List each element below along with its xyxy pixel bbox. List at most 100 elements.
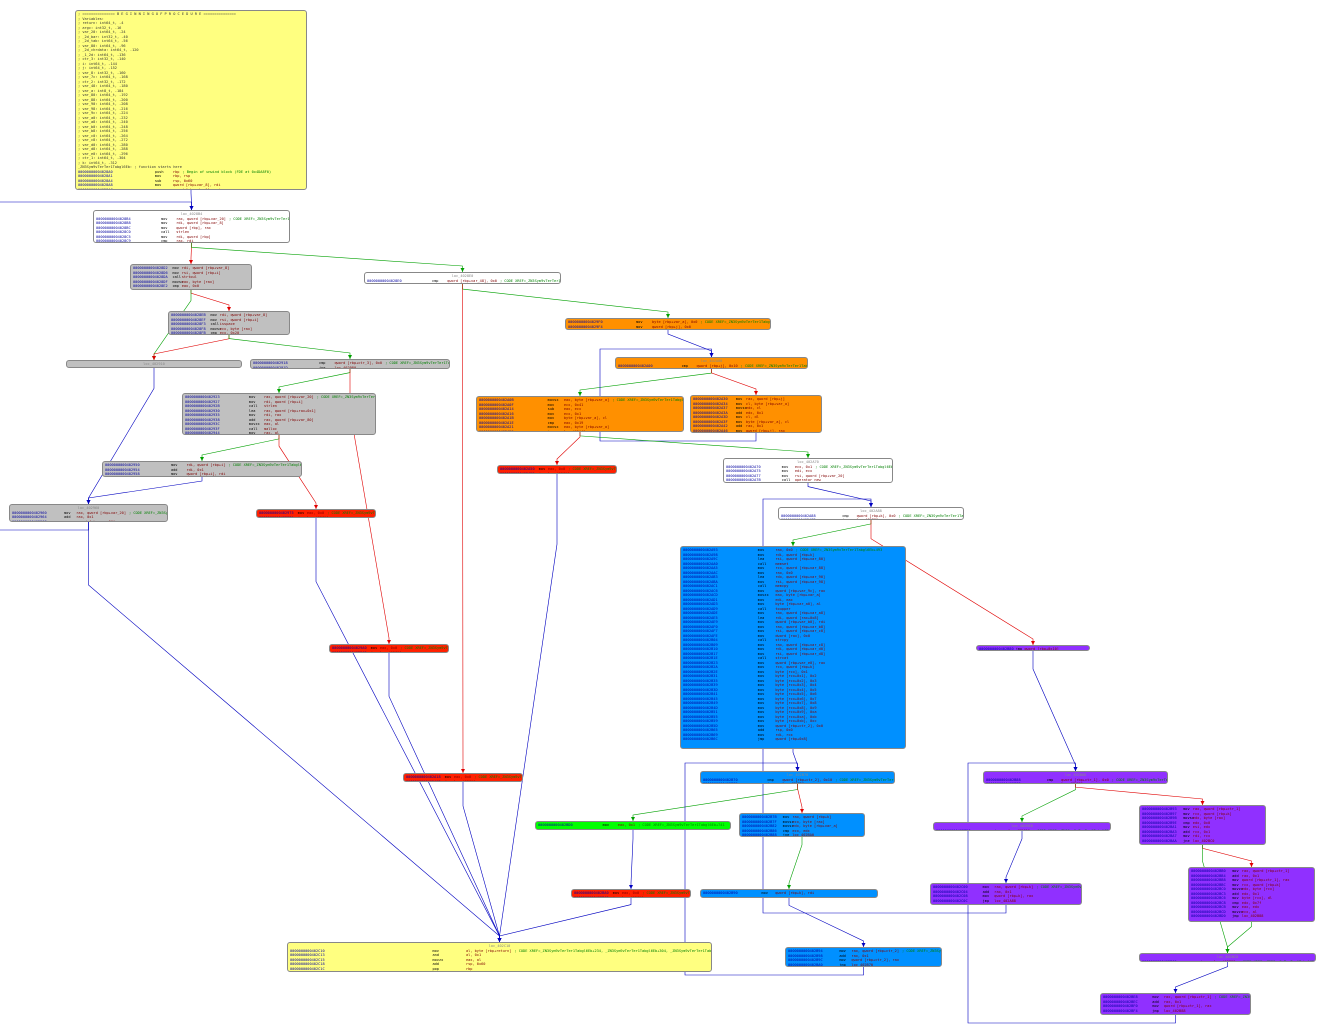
instruction-address: 0000000000402A05 [618,368,682,369]
arrowhead-icon [787,885,791,889]
block-comment: ; var_9c: int64_t, -224 [78,111,128,115]
instruction-mnemonic: mov [757,647,765,651]
instruction-operands: eax, 0x0 [621,891,640,895]
instruction-mnemonic: mov [1183,825,1190,829]
instruction-comment: ; Begin of unwind block (FDE at 0x4DA8F0… [182,169,272,174]
instruction-comment: ; CODE XREF=_ZN3Sym9vTerTer1Tabgl6Eb+169 [228,463,302,467]
instruction-operands: al, 0x1 [465,953,482,957]
instruction-address: 00000000004028FB [171,331,206,335]
instruction-address: 0000000000402B2A [683,665,718,669]
instruction-address: 0000000000402B94 [788,949,823,953]
instruction-address: 00000000004028AC [78,187,113,190]
instruction-mnemonic: mov [154,174,162,178]
block-comment: ; var_80: int64_t, -192 [78,93,128,97]
instruction-mnemonic: jmp [1232,914,1239,918]
instruction-mnemonic: call [248,404,258,408]
instruction-mnemonic: mov [248,395,256,399]
instruction-mnemonic: cmp [1046,777,1054,782]
block-comment: ; var_a8: int64_t, -240 [78,120,128,124]
basic-block[interactable]: loc_4029100000000000402910jmploc_402960;… [66,360,242,368]
instruction-address: 0000000000402C1D [290,971,432,972]
instruction-row: 00000000004028E5jneloc_402A18 [367,283,558,284]
block-comment: ; var_c0: int64_t, -264 [78,133,128,138]
instruction-mnemonic: jmp [994,828,1001,831]
instruction-mnemonic: cmp [160,239,168,243]
instruction-operands: rdx, qword [rbp+var_90] [775,575,826,579]
instruction-mnemonic: mov [547,416,555,420]
instruction-operands: rax, 0x1 [745,424,764,428]
instruction-address: 0000000000402A88 [781,513,816,518]
arrowhead-icon [86,500,91,504]
edge-jump [388,653,500,942]
instruction-operands: qword [rbp], rax [176,225,211,230]
arrowhead-icon [460,268,465,272]
instruction-operands: qword [rbp+var_9c], rax [775,588,826,593]
instruction-mnemonic: mov [1152,995,1159,999]
instruction-comment: ; CODE XREF=_ZN3Sym9vTerTer1Tabgl6Eb+460 [815,464,893,469]
instruction-operands: rdi, qword [rbp] [176,234,211,239]
arrowhead-icon [461,769,465,773]
instruction-address: 0000000000402B35 [683,678,718,683]
instruction-address: 0000000000402BEC [1103,999,1138,1004]
instruction-mnemonic: jmp [1200,959,1207,962]
instruction-operands: rcx, 0x1 [1192,829,1211,834]
instruction-mnemonic: mov [297,511,305,515]
block-label: loc_402B88 [1064,773,1087,777]
instruction-operands: rax, qword [rbp+ctr_1] [1192,807,1241,811]
block-comment: ; var_48: int64_t, -180 [78,84,128,88]
instruction-mnemonic: mov [154,187,162,190]
basic-block[interactable]: ; =============== B E G I N N I N G O F … [75,10,307,190]
instruction-address: 0000000000402BC0 [1142,959,1177,962]
instruction-operands: ecx, 0x1 [563,411,582,416]
instruction-operands: ecx, 0x41 [563,402,584,407]
